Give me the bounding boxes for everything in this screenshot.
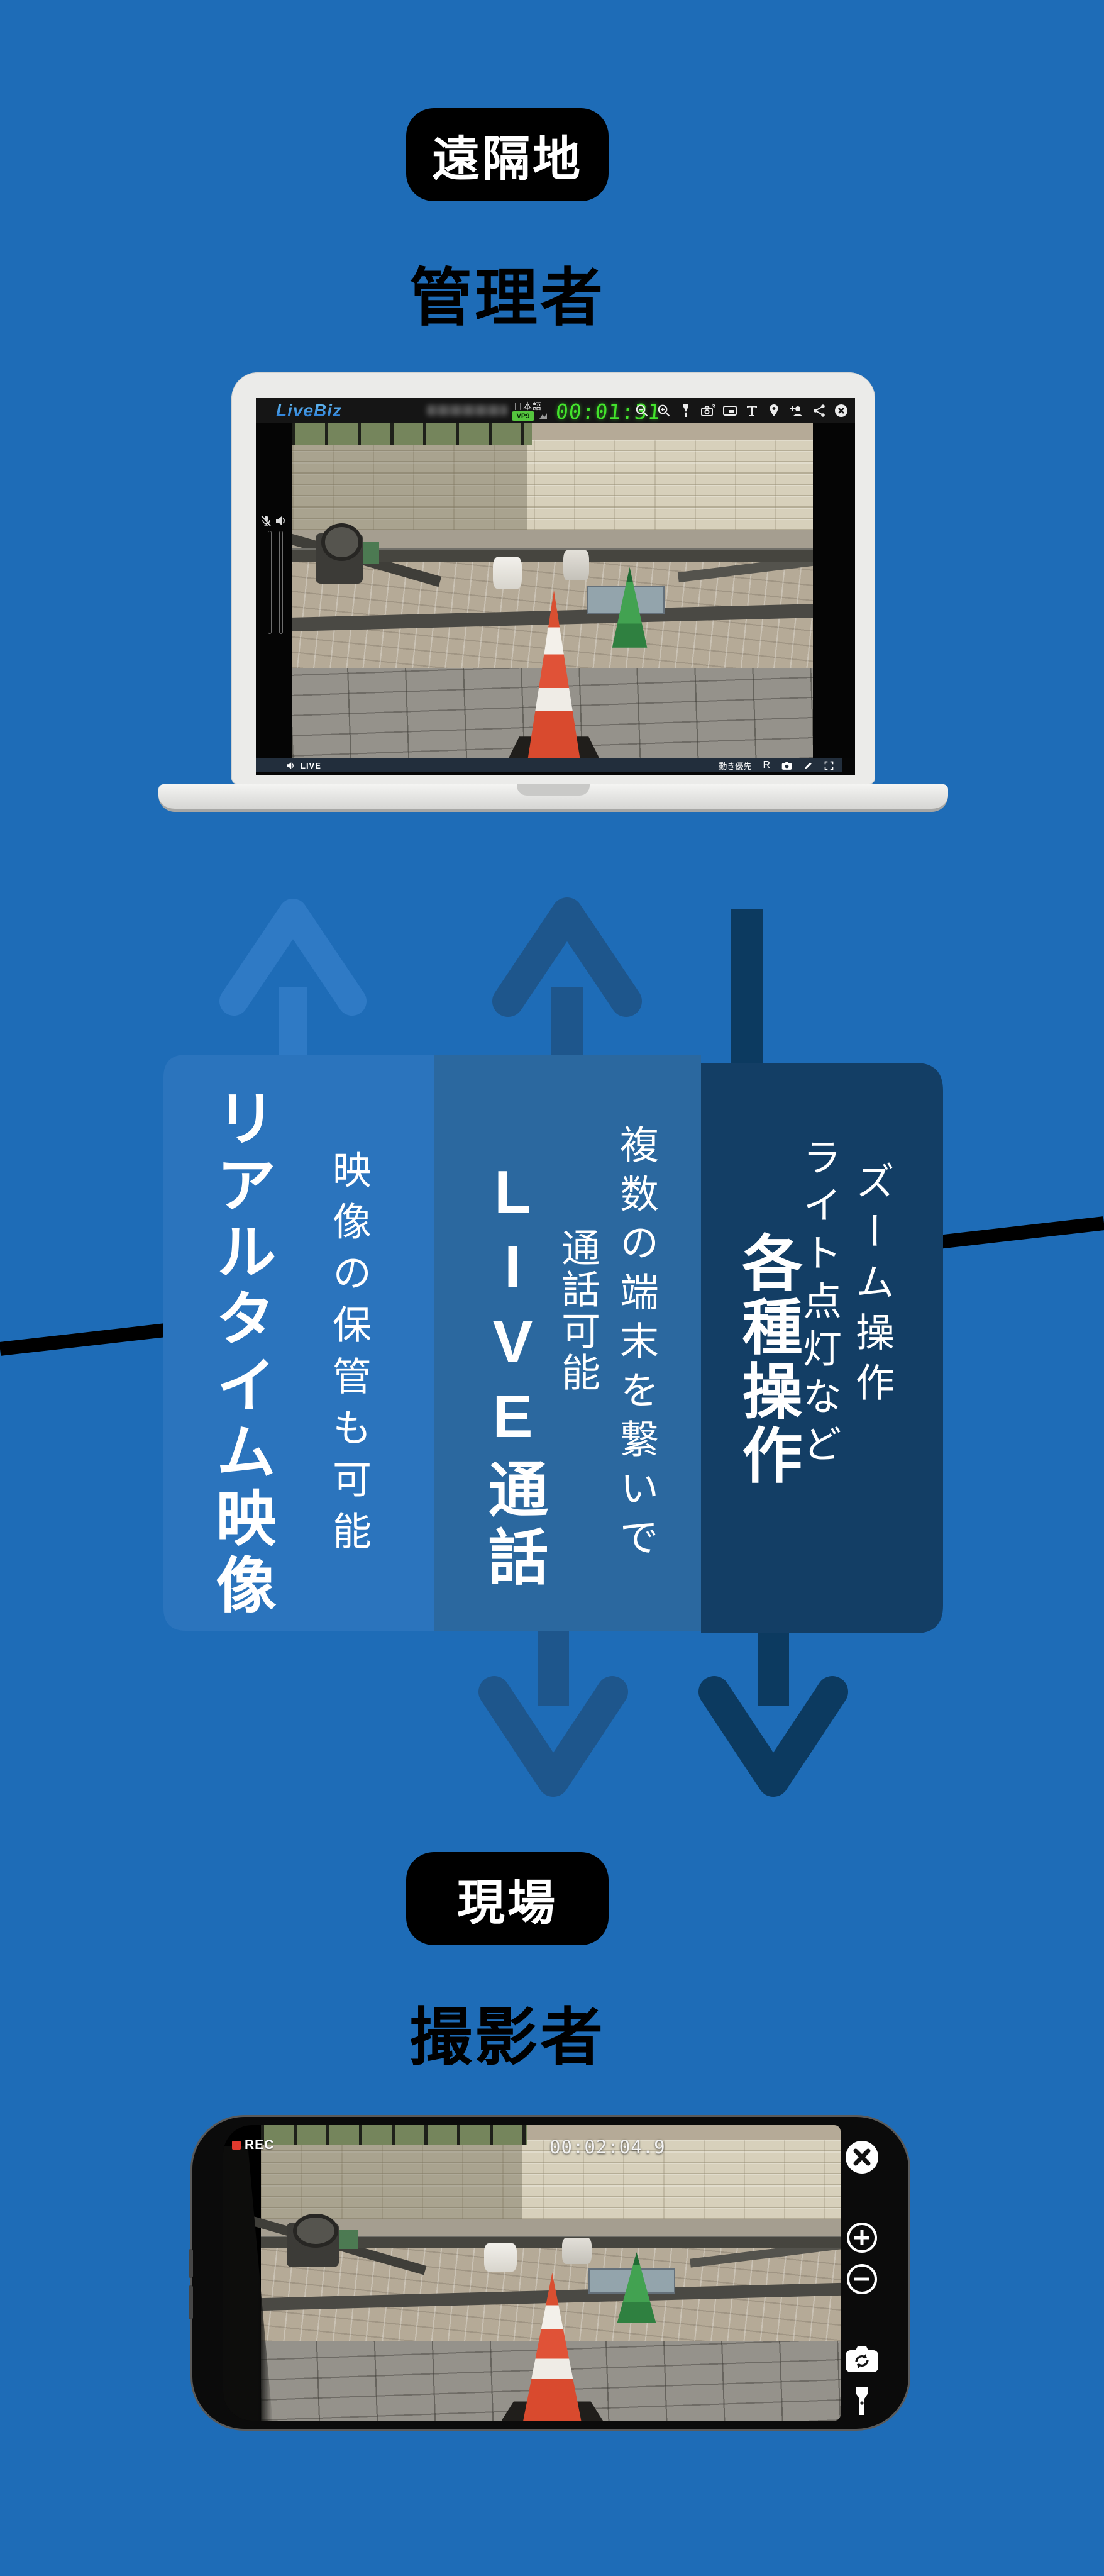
- operations-desc-line2: ライト点灯など: [797, 1137, 840, 1472]
- laptop-toolbar: LiveBiz 日本語 VP9 00:01:31: [256, 398, 855, 424]
- speaker-volume-slider[interactable]: [279, 531, 283, 634]
- pip-icon[interactable]: [722, 403, 737, 418]
- live-label: LIVE: [301, 760, 321, 770]
- flashlight-icon[interactable]: [678, 403, 693, 418]
- zoom-in-icon[interactable]: [656, 403, 671, 418]
- arrow-down-live-call: [478, 1631, 628, 1797]
- codec-badge: VP9: [512, 411, 534, 421]
- arrow-up-realtime: [219, 899, 367, 1063]
- livebiz-logo: LiveBiz: [276, 401, 343, 420]
- mic-muted-icon[interactable]: [260, 514, 272, 527]
- switch-camera-icon[interactable]: [844, 2345, 880, 2373]
- motion-priority-label[interactable]: 動き優先: [719, 761, 752, 771]
- language-label[interactable]: 日本語: [514, 401, 542, 411]
- white-bucket: [492, 557, 522, 589]
- laptop-status-bar: LIVE 動き優先 R: [256, 758, 842, 772]
- arrow-down-operations: [698, 1633, 848, 1797]
- zoom-in-icon[interactable]: [846, 2221, 878, 2254]
- flashlight-icon[interactable]: [854, 2386, 870, 2416]
- close-icon[interactable]: [844, 2140, 880, 2175]
- live-call-title: LIVE通話: [479, 1158, 546, 1594]
- rec-indicator: REC: [232, 2138, 274, 2153]
- rec-label: REC: [245, 2138, 275, 2152]
- site-label: 現場: [457, 1877, 558, 1930]
- fence: [292, 423, 532, 445]
- manager-title: 管理者: [409, 263, 605, 333]
- operations-desc-line1: ズーム操作: [849, 1161, 893, 1413]
- arrow-up-live-call: [492, 897, 642, 1063]
- recording-timer: 00:02:04.9: [549, 2136, 666, 2158]
- laptop-display: LiveBiz 日本語 VP9 00:01:31: [256, 398, 855, 775]
- photographer-title: 撮影者: [409, 2002, 605, 2073]
- volume-sidebar: [256, 423, 292, 758]
- record-toggle[interactable]: R: [763, 760, 770, 770]
- fullscreen-icon[interactable]: [824, 761, 834, 770]
- operations-title: 各種操作: [733, 1231, 800, 1488]
- construction-site-scene: [292, 423, 813, 758]
- location-pin-icon[interactable]: [766, 403, 781, 418]
- live-call-desc-line1: 複数の端末を繋いで: [614, 1124, 657, 1566]
- text-tool-icon[interactable]: [744, 403, 759, 418]
- flow-diagram-band: [0, 897, 1104, 1797]
- realtime-video-desc: 映像の保管も可能: [326, 1150, 370, 1562]
- phone-volume-button[interactable]: [189, 2249, 193, 2278]
- zoom-out-icon[interactable]: [634, 403, 649, 418]
- camera-icon[interactable]: [781, 761, 792, 770]
- live-call-desc-line2: 通話可能: [555, 1228, 599, 1394]
- remote-location-label: 遠隔地: [432, 133, 583, 186]
- site-badge: 現場: [406, 1852, 609, 1945]
- speaker-icon[interactable]: [286, 761, 295, 770]
- laptop: LiveBiz 日本語 VP9 00:01:31: [231, 372, 875, 784]
- block-wall: [292, 439, 813, 530]
- panel-realtime: [163, 1055, 434, 1631]
- panel-live-call: [434, 1055, 701, 1631]
- speaker-icon[interactable]: [275, 514, 287, 527]
- snapshot-camera-icon[interactable]: [700, 403, 715, 418]
- remote-location-badge: 遠隔地: [406, 108, 609, 201]
- blurred-caller-id: [427, 405, 507, 416]
- zoom-out-icon[interactable]: [846, 2263, 878, 2296]
- close-icon[interactable]: [834, 403, 849, 418]
- rec-dot: [232, 2141, 241, 2150]
- signal-icon: [539, 413, 547, 419]
- share-icon[interactable]: [812, 403, 827, 418]
- phone-camera-view: REC 00:02:04.9: [223, 2125, 841, 2421]
- smartphone: REC 00:02:04.9: [189, 2115, 910, 2431]
- live-video-feed: [292, 423, 813, 758]
- panel-operations: [701, 1063, 943, 1633]
- add-user-icon[interactable]: [788, 403, 805, 418]
- construction-site-scene: [245, 2125, 841, 2421]
- realtime-video-title: リアルタイム映像: [207, 1087, 274, 1620]
- phone-power-button[interactable]: [189, 2285, 193, 2319]
- laptop-base: [158, 784, 948, 812]
- pen-icon[interactable]: [803, 761, 813, 770]
- mic-volume-slider[interactable]: [268, 531, 272, 634]
